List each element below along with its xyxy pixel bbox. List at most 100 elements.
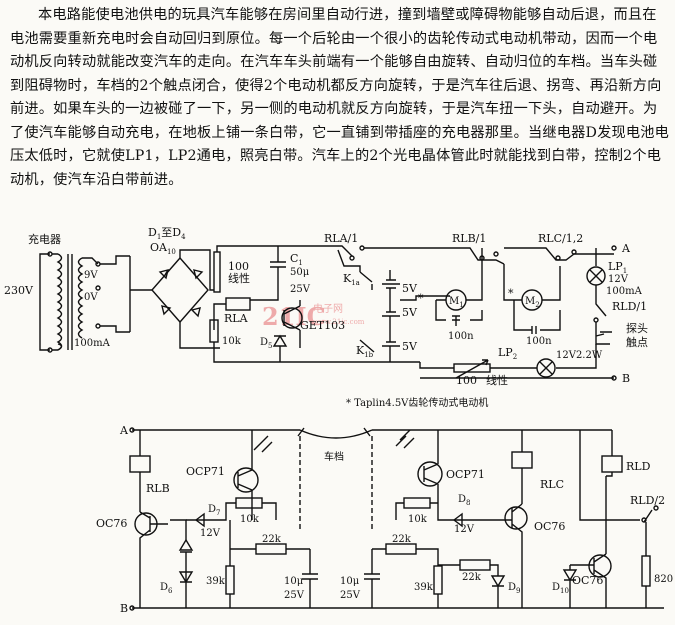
c1-value: 50μ (290, 267, 310, 278)
lp1-label: LP1 (608, 260, 627, 275)
motors-section: * M1 100n * M2 100n RLB/1 RLC/1,2 A (418, 232, 631, 347)
rlc-label: RLC (540, 478, 564, 491)
coil-100-resistor (213, 251, 221, 293)
description-paragraph: 本电路能使电池供电的玩具汽车能够在房间里自动行进，撞到墙壁或障碍物能够自动后退，… (10, 7, 670, 188)
r39k-right (433, 565, 443, 595)
oc76-right (504, 506, 528, 530)
lp2-label: LP2 (498, 346, 517, 361)
d7-voltage: 12V (200, 528, 221, 539)
d5-label: D5 (260, 337, 273, 350)
transformer: 充电器 230V 9V 0V 100mA (4, 232, 130, 353)
r39k-left-label: 39k (206, 576, 226, 587)
r10k-right (403, 497, 431, 509)
bumper: 车档 (297, 427, 373, 530)
r39k-right-label: 39k (414, 582, 434, 593)
battery3-label: 5V (402, 340, 418, 353)
rla-coil (225, 297, 251, 311)
r100-line-label: 线性 (486, 373, 508, 387)
9v-label: 9V (84, 270, 98, 281)
watermark-cn: 电子网 (313, 302, 343, 315)
rlc-coil (511, 451, 533, 469)
k1a-label: K1a (343, 272, 360, 287)
ocp71-left-label: OCP71 (186, 465, 225, 478)
rail-b-label: B (120, 602, 128, 615)
0v-label: 0V (84, 292, 98, 303)
diode-type-label: OA10 (150, 241, 176, 256)
c10-right-label: 10μ (340, 576, 360, 587)
oc76-rld-driver (588, 554, 612, 578)
diodes-label: D1至D4 (148, 226, 186, 241)
charger-label: 充电器 (28, 232, 61, 246)
r22k-c-label: 22k (462, 572, 482, 583)
c1-voltage: 25V (290, 284, 311, 295)
r820 (641, 555, 651, 587)
r10k-left-label: 10k (240, 514, 260, 525)
probe-label: 探头 (626, 322, 648, 335)
r22k-left (255, 543, 287, 555)
rla1-label: RLA/1 (324, 232, 358, 245)
r100-label: 100 (456, 374, 477, 387)
d6-label: D6 (160, 582, 173, 595)
r22k-left-label: 22k (262, 534, 282, 545)
battery2-label: 5V (402, 306, 418, 319)
rld-coil (601, 455, 623, 473)
rail-a-label: A (119, 424, 129, 437)
rld-label: RLD (626, 460, 651, 473)
svg-text:*: * (418, 292, 424, 305)
r22k-c (459, 559, 491, 571)
oc76-right-label: OC76 (534, 520, 565, 533)
100n-a-label: 100n (448, 331, 474, 342)
r820-label: 820 (654, 574, 673, 585)
ocp71-left (233, 467, 259, 493)
battery-switch-section: RLA/1 K1a 5V 5V 5V K1b (324, 232, 450, 362)
r22k-right (385, 543, 417, 555)
coil-line-label: 线性 (228, 271, 250, 285)
rlb-coil (129, 455, 151, 473)
svg-text:*: * (508, 287, 514, 300)
lp1-current: 100mA (606, 286, 643, 297)
lp2-spec: 12V2.2W (556, 350, 603, 361)
filter-section: 100 线性 C1 50μ 25V RLA 10k GET103 D5 (209, 245, 420, 363)
lamp-probe-section: LP1 12V 100mA RLD/1 探头 触点 LP2 12V2.2W 10… (346, 248, 648, 409)
m2-label: M2 (525, 296, 540, 309)
lp1-voltage: 12V (608, 274, 629, 285)
c1-label: C1 (290, 252, 303, 267)
right-channel: 10μ 25V OCP71 10k D8 12V 22k 39k 22k D9 … (340, 429, 673, 608)
bottom-rails: A B (119, 424, 664, 615)
r39k-left (225, 565, 235, 595)
motor-note: * Taplin4.5V齿轮传动式电动机 (346, 396, 488, 409)
c10-left-label: 10μ (284, 576, 304, 587)
r10k-right-label: 10k (408, 514, 428, 525)
d8-voltage: 12V (454, 524, 475, 535)
rld2-label: RLD/2 (630, 494, 665, 507)
k1b-label: K1b (356, 344, 374, 359)
get103-transistor (281, 307, 303, 329)
ocp71-right-label: OCP71 (446, 468, 485, 481)
contact-label: 触点 (626, 335, 648, 349)
rld1-label: RLD/1 (612, 300, 647, 313)
node-b-label: B (622, 372, 630, 385)
mains-label: 230V (4, 284, 34, 297)
c10-left-voltage: 25V (284, 590, 305, 601)
watermark-logo: 21IC 电子网 www.21ic.com (262, 302, 365, 331)
rlb-label: RLB (146, 482, 170, 495)
d7-label: D7 (208, 504, 221, 517)
bridge-rectifier: D1至D4 OA10 (129, 226, 220, 349)
node-a-label: A (621, 242, 631, 255)
left-channel: RLB OC76 D6 OCP71 10k D7 12V 22k 39k 10μ… (96, 430, 318, 608)
rlc12-label: RLC/1,2 (538, 232, 583, 245)
ocp71-right (417, 461, 443, 487)
m1-label: M1 (449, 296, 464, 309)
rla-label: RLA (224, 312, 249, 325)
r10k-label: 10k (222, 336, 242, 347)
r10k-left (235, 497, 263, 509)
d9-label: D9 (508, 582, 521, 595)
bumper-label: 车档 (324, 450, 344, 463)
100n-b-label: 100n (526, 336, 552, 347)
coil-100-label: 100 (228, 260, 249, 273)
r100-linear (453, 363, 491, 373)
oc76-rld-label: OC76 (572, 574, 603, 587)
watermark-url: www.21ic.com (313, 318, 365, 326)
battery1-label: 5V (402, 282, 418, 295)
